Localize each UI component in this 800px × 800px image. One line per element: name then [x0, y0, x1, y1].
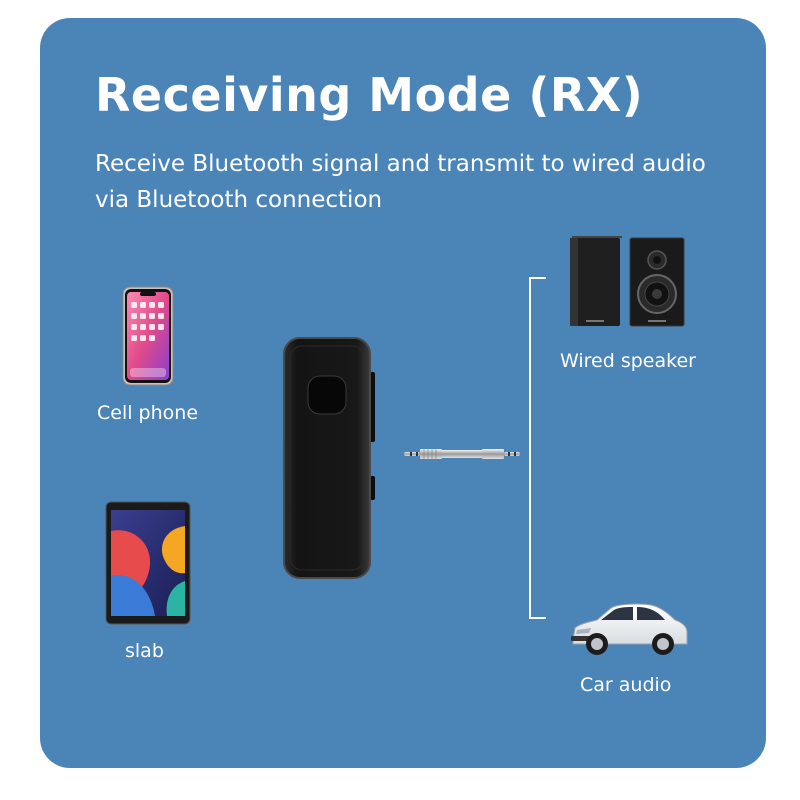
page-title: Receiving Mode (RX): [95, 68, 644, 122]
aux-cable-icon: [404, 449, 520, 459]
tablet-icon: [105, 501, 191, 625]
car-icon: [571, 603, 688, 655]
page-subtitle: Receive Bluetooth signal and transmit to…: [95, 151, 706, 213]
output-label-car-audio: Car audio: [580, 674, 672, 696]
speaker-icon: [570, 236, 685, 327]
connection-bracket: [529, 277, 546, 619]
smartphone-icon: [122, 286, 174, 386]
source-label-slab: slab: [125, 640, 164, 662]
source-label-cell-phone: Cell phone: [97, 402, 199, 424]
bluetooth-receiver-device: [283, 337, 375, 579]
output-label-wired-speaker: Wired speaker: [560, 350, 696, 372]
info-panel: Receiving Mode (RX) Receive Bluetooth si…: [40, 18, 766, 768]
